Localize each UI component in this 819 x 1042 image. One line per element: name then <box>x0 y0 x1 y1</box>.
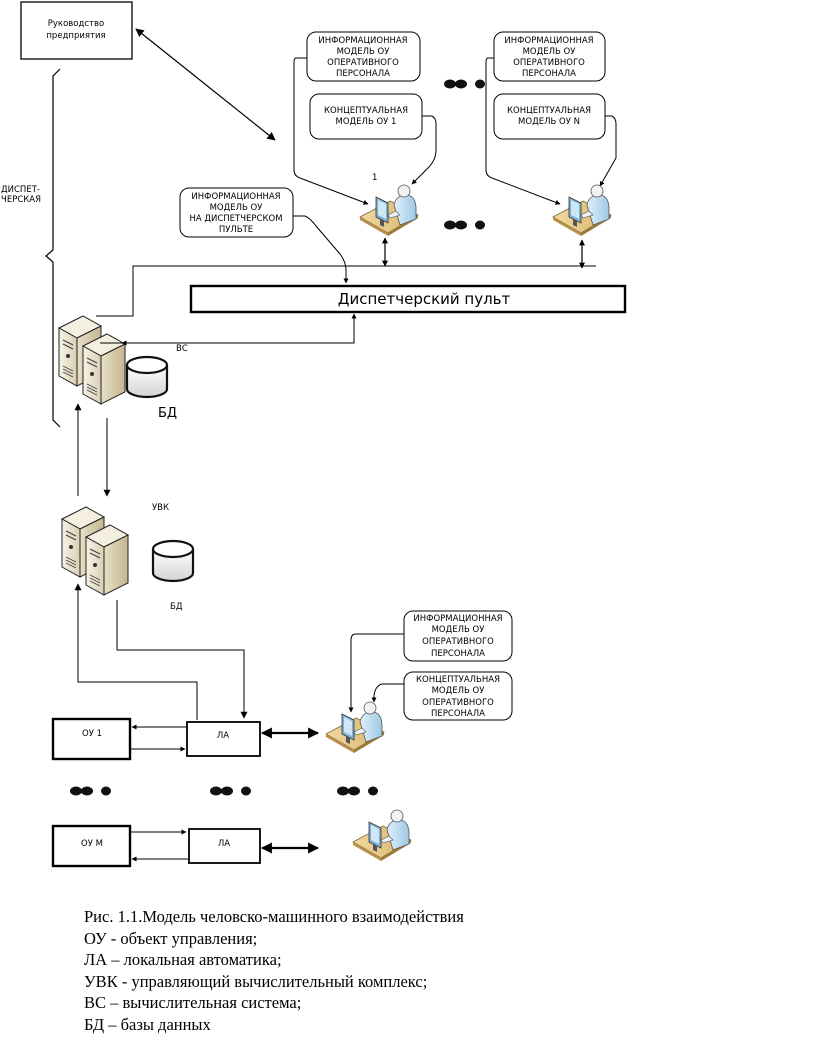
info-model-n-line4: ПЕРСОНАЛА <box>522 69 576 79</box>
caption-legend-ou: ОУ - объект управления; <box>84 928 258 948</box>
vs-label: ВС <box>176 344 188 354</box>
operator-group-n: ИНФОРМАЦИОННАЯ МОДЕЛЬ ОУ ОПЕРАТИВНОГО ПЕ… <box>485 31 617 269</box>
management-label-line2: предприятия <box>46 31 105 41</box>
caption-legend-la: ЛА – локальная автоматика; <box>84 950 282 969</box>
object-m-label: ОУ М <box>81 839 103 849</box>
panel-to-vs-arrow <box>100 340 355 344</box>
uvk-label: УВК <box>152 503 169 513</box>
info-model-1-line2: МОДЕЛЬ ОУ <box>337 47 391 57</box>
dispatch-panel: Диспетчерский пульт <box>189 284 627 314</box>
dispatch-info-line2: МОДЕЛЬ ОУ <box>210 203 264 213</box>
lower-concept-line2: МОДЕЛЬ ОУ <box>432 686 486 696</box>
brace-label-line2: ЧЕРСКАЯ <box>1 195 41 205</box>
management-box: Руководство предприятия <box>20 1 133 60</box>
lower-operator-1-icon <box>325 701 385 754</box>
management-operators-arrow <box>135 28 276 141</box>
figure-caption: Рис. 1.1.Модель человско-машинного взаим… <box>84 906 464 1035</box>
info-model-n-line2: МОДЕЛЬ ОУ <box>523 47 577 57</box>
management-label-line1: Руководство <box>48 19 104 29</box>
ellipsis-icon <box>337 786 378 796</box>
operator-n-icon <box>552 184 612 237</box>
dispatch-info-line1: ИНФОРМАЦИОННАЯ <box>191 192 280 202</box>
concept-model-n-line2: МОДЕЛЬ ОУ N <box>518 117 580 127</box>
lower-concept-line3: ОПЕРАТИВНОГО <box>422 698 494 708</box>
caption-title: Рис. 1.1.Модель человско-машинного взаим… <box>84 907 464 926</box>
dispatch-panel-label: Диспетчерский пульт <box>338 290 511 308</box>
uvk-database-icon <box>151 539 195 583</box>
la-1-label: ЛА <box>217 731 229 741</box>
info-model-n-line3: ОПЕРАТИВНОГО <box>513 58 585 68</box>
lower-info-line1: ИНФОРМАЦИОННАЯ <box>413 614 502 624</box>
lower-concept-line1: КОНЦЕПТУАЛЬНАЯ <box>416 675 500 685</box>
dispatch-info-line3: НА ДИСПЕТЧЕРСКОМ <box>189 214 282 224</box>
concept-model-1-line1: КОНЦЕПТУАЛЬНАЯ <box>324 106 408 116</box>
caption-legend-vs: ВС – вычислительная система; <box>84 993 302 1012</box>
info-model-n-line1: ИНФОРМАЦИОННАЯ <box>504 36 593 46</box>
bd-label-top: БД <box>158 406 177 421</box>
operator-1-label: 1 <box>372 173 377 183</box>
dispatch-brace <box>45 68 61 428</box>
object-row-m: ОУ М ЛА <box>51 809 412 868</box>
info-model-1-line3: ОПЕРАТИВНОГО <box>327 58 399 68</box>
concept-model-1-line2: МОДЕЛЬ ОУ 1 <box>336 117 397 127</box>
operator-group-1: ИНФОРМАЦИОННАЯ МОДЕЛЬ ОУ ОПЕРАТИВНОГО ПЕ… <box>293 31 437 267</box>
brace-label-line1: ДИСПЕТ- <box>1 185 40 195</box>
ellipsis-icon <box>444 79 485 89</box>
uvk-servers-icon <box>61 506 129 596</box>
la-to-uvk-arrow <box>74 583 198 720</box>
ellipsis-icon <box>70 786 111 796</box>
bd-label-bottom: БД <box>170 602 183 612</box>
la-m-label: ЛА <box>218 839 230 849</box>
operator-1-icon <box>359 184 419 237</box>
dispatch-info-model: ИНФОРМАЦИОННАЯ МОДЕЛЬ ОУ НА ДИСПЕТЧЕРСКО… <box>179 187 349 284</box>
vs-database-icon <box>125 355 169 399</box>
lower-info-line3: ОПЕРАТИВНОГО <box>422 637 494 647</box>
ellipsis-icon <box>444 220 485 230</box>
operators-bus-line <box>96 265 596 317</box>
caption-legend-uvk: УВК - управляющий вычислительный комплек… <box>84 971 428 991</box>
info-model-1-line4: ПЕРСОНАЛА <box>336 69 390 79</box>
lower-operator-models: ИНФОРМАЦИОННАЯ МОДЕЛЬ ОУ ОПЕРАТИВНОГО ПЕ… <box>348 610 513 721</box>
caption-legend-bd: БД – базы данных <box>84 1014 211 1034</box>
dispatch-info-line4: ПУЛЬТЕ <box>219 225 253 235</box>
lower-operator-m-icon <box>352 809 412 862</box>
vs-servers-icon <box>58 315 126 405</box>
lower-info-line4: ПЕРСОНАЛА <box>431 649 485 659</box>
lower-info-line2: МОДЕЛЬ ОУ <box>432 625 486 635</box>
object-1-label: ОУ 1 <box>82 729 102 739</box>
lower-concept-line4: ПЕРСОНАЛА <box>431 709 485 719</box>
uvk-to-la-arrow <box>116 600 248 719</box>
object-row-1: ОУ 1 ЛА <box>51 701 385 761</box>
info-model-1-line1: ИНФОРМАЦИОННАЯ <box>318 36 407 46</box>
concept-model-n-line1: КОНЦЕПТУАЛЬНАЯ <box>507 106 591 116</box>
ellipsis-icon <box>210 786 251 796</box>
